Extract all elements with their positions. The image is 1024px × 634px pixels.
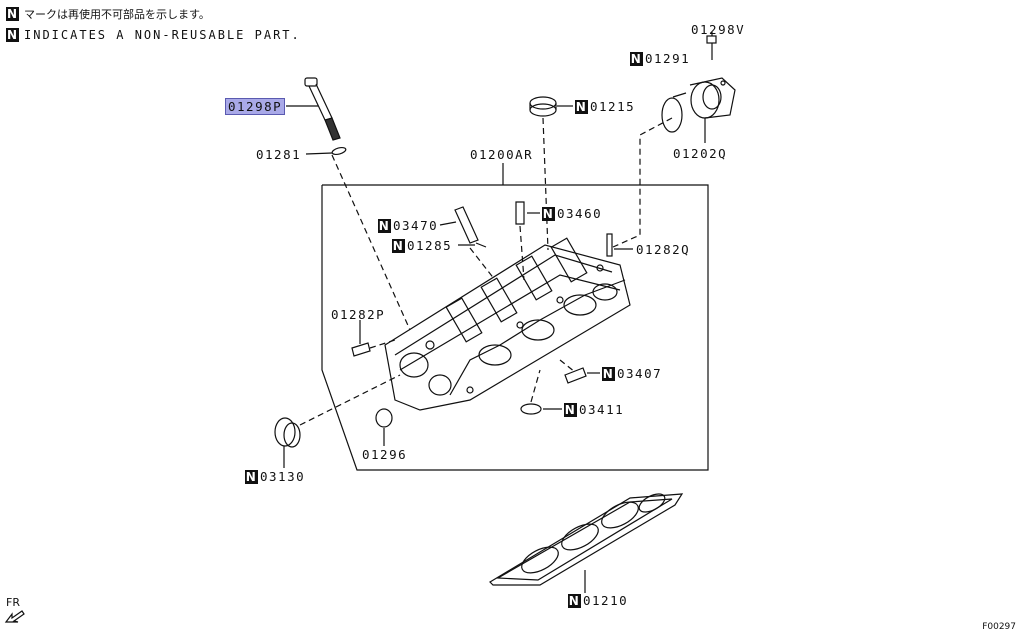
assembly-box (321, 184, 709, 471)
clip (475, 242, 487, 248)
nonreusable-badge: N (568, 593, 581, 608)
o-ring (661, 97, 683, 133)
part-label-01202Q[interactable]: 01202Q (673, 146, 728, 161)
oil-seal (274, 417, 301, 448)
front-direction-label: FR (6, 596, 20, 609)
nonreusable-badge: N (6, 7, 19, 21)
nonreusable-badge: N (564, 402, 577, 417)
part-label-01281[interactable]: 01281 (256, 147, 302, 162)
part-label-01200AR[interactable]: 01200AR (470, 147, 534, 162)
stud-bolt-p (351, 342, 371, 357)
part-label-01282Q[interactable]: 01282Q (636, 242, 691, 257)
head-gasket (489, 493, 684, 586)
ring-seal (375, 408, 393, 428)
nonreusable-badge: N (542, 206, 555, 221)
dowel-pin (515, 201, 525, 225)
cam-seal (529, 96, 557, 117)
water-outlet (689, 77, 736, 119)
legend-text-jp: マークは再使用不可部品を示します。 (24, 8, 210, 21)
stud-bolt (606, 233, 613, 257)
nonreusable-badge: N (378, 218, 391, 233)
nonreusable-badge: N (392, 238, 405, 253)
bolt-small (706, 35, 717, 60)
cylinder-head (384, 237, 631, 411)
front-arrow-icon (4, 610, 25, 623)
figure-code: F00297 (982, 622, 1016, 632)
head-bolt (304, 77, 341, 141)
legend-jp: N マークは再使用不可部品を示します。 (6, 6, 210, 22)
part-label-01298V[interactable]: 01298V (691, 22, 746, 37)
nonreusable-badge: N (575, 99, 588, 114)
legend-text-en: INDICATES A NON-REUSABLE PART. (24, 28, 301, 42)
plug (564, 367, 587, 384)
part-label-01298P[interactable]: 01298P (225, 98, 286, 115)
part-label-01282P[interactable]: 01282P (331, 307, 386, 322)
nonreusable-badge: N (245, 469, 258, 484)
washer (331, 146, 347, 156)
legend-en: N INDICATES A NON-REUSABLE PART. (6, 28, 301, 42)
seal-cap (520, 403, 542, 415)
part-label-01296[interactable]: 01296 (362, 447, 408, 462)
pin (454, 206, 479, 244)
nonreusable-badge: N (6, 28, 19, 42)
nonreusable-badge: N (602, 366, 615, 381)
nonreusable-badge: N (630, 51, 643, 66)
